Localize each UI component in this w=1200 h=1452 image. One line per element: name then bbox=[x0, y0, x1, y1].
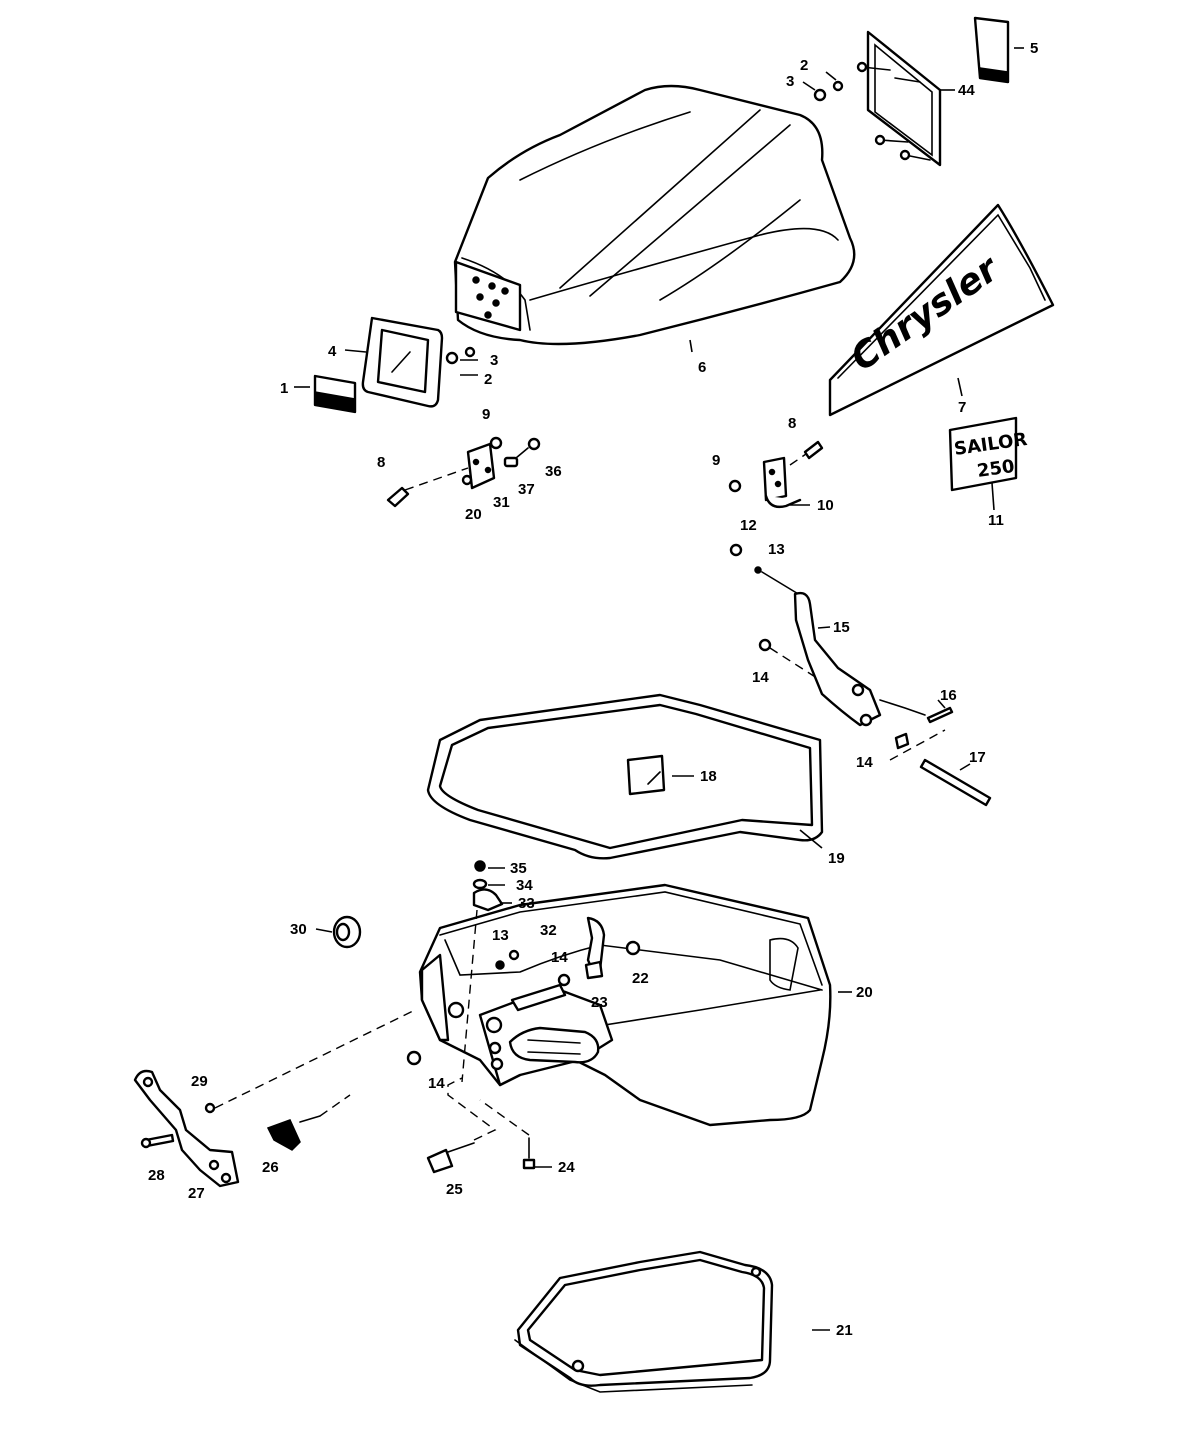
washer-2-top bbox=[832, 80, 844, 92]
callout-22: 22 bbox=[632, 970, 649, 987]
callout-6: 6 bbox=[698, 359, 706, 376]
callout-36: 36 bbox=[545, 463, 562, 480]
callout-4: 4 bbox=[328, 343, 337, 360]
bottom-cowl bbox=[418, 883, 832, 1127]
throttle-bracket bbox=[133, 1009, 416, 1188]
latch-lever-assembly bbox=[729, 543, 992, 807]
callout-27: 27 bbox=[188, 1185, 205, 1202]
callout-29: 29 bbox=[191, 1073, 208, 1090]
washer-3-top bbox=[813, 88, 827, 102]
callout-31: 31 bbox=[493, 494, 510, 511]
callout-1: 1 bbox=[280, 380, 288, 397]
callout-21: 21 bbox=[836, 1322, 853, 1339]
callout-24: 24 bbox=[558, 1159, 575, 1176]
leader-lines bbox=[294, 47, 1024, 1331]
callout-32: 32 bbox=[540, 922, 557, 939]
callout-23: 23 bbox=[591, 994, 608, 1011]
callout-14c: 14 bbox=[551, 949, 568, 966]
callout-37: 37 bbox=[518, 481, 535, 498]
model-decal: SAILOR 250 bbox=[948, 416, 1029, 492]
washer-2-front bbox=[464, 346, 476, 358]
washer-3-front bbox=[445, 351, 459, 365]
callout-30: 30 bbox=[290, 921, 307, 938]
callout-13b: 13 bbox=[492, 927, 509, 944]
side-decal-chrysler: Chrysler bbox=[828, 203, 1055, 417]
callout-34: 34 bbox=[516, 877, 533, 894]
front-window bbox=[361, 316, 444, 408]
callout-14b: 14 bbox=[856, 754, 873, 771]
callout-8b: 8 bbox=[788, 415, 796, 432]
callout-44: 44 bbox=[958, 82, 975, 99]
decal-5 bbox=[973, 16, 1010, 84]
callout-26: 26 bbox=[262, 1159, 279, 1176]
front-decal-1 bbox=[313, 374, 357, 414]
callout-labels: 1 2 2 3 3 4 5 6 7 8 8 9 9 10 11 12 13 13… bbox=[148, 40, 1038, 1339]
choke-knob bbox=[266, 1094, 351, 1151]
callout-12: 12 bbox=[740, 517, 757, 534]
rear-mounting-plate bbox=[856, 30, 942, 167]
callout-19: 19 bbox=[828, 850, 845, 867]
callout-20b: 20 bbox=[856, 984, 873, 1001]
callout-25: 25 bbox=[446, 1181, 463, 1198]
bolt-24 bbox=[479, 1099, 536, 1170]
top-cowl bbox=[453, 84, 856, 346]
callout-2a: 2 bbox=[484, 371, 492, 388]
fitting-25 bbox=[426, 1077, 497, 1174]
callout-15: 15 bbox=[833, 619, 850, 636]
callout-10: 10 bbox=[817, 497, 834, 514]
bottom-gasket bbox=[514, 1250, 774, 1393]
callout-7: 7 bbox=[958, 399, 966, 416]
callout-5: 5 bbox=[1030, 40, 1038, 57]
callout-20a: 20 bbox=[465, 506, 482, 523]
model-decal-line2: 250 bbox=[976, 456, 1016, 482]
callout-33: 33 bbox=[518, 895, 535, 912]
callout-2b: 2 bbox=[800, 57, 808, 74]
callout-8a: 8 bbox=[377, 454, 385, 471]
callout-11: 11 bbox=[988, 512, 1004, 529]
callout-18: 18 bbox=[700, 768, 717, 785]
callout-3b: 3 bbox=[786, 73, 794, 90]
cowl-seal bbox=[426, 693, 824, 860]
callout-9b: 9 bbox=[712, 452, 720, 469]
callout-14a: 14 bbox=[752, 669, 769, 686]
callout-17: 17 bbox=[969, 749, 986, 766]
callout-13a: 13 bbox=[768, 541, 785, 558]
latch-bracket-left bbox=[386, 436, 541, 508]
grommet-30 bbox=[332, 915, 362, 949]
callout-16: 16 bbox=[940, 687, 957, 704]
callout-14d: 14 bbox=[428, 1075, 445, 1092]
callout-3a: 3 bbox=[490, 352, 498, 369]
latch-bracket-right bbox=[728, 440, 824, 509]
callout-35: 35 bbox=[510, 860, 527, 877]
callout-28: 28 bbox=[148, 1167, 165, 1184]
callout-9a: 9 bbox=[482, 406, 490, 423]
small-hardware bbox=[406, 860, 641, 1083]
